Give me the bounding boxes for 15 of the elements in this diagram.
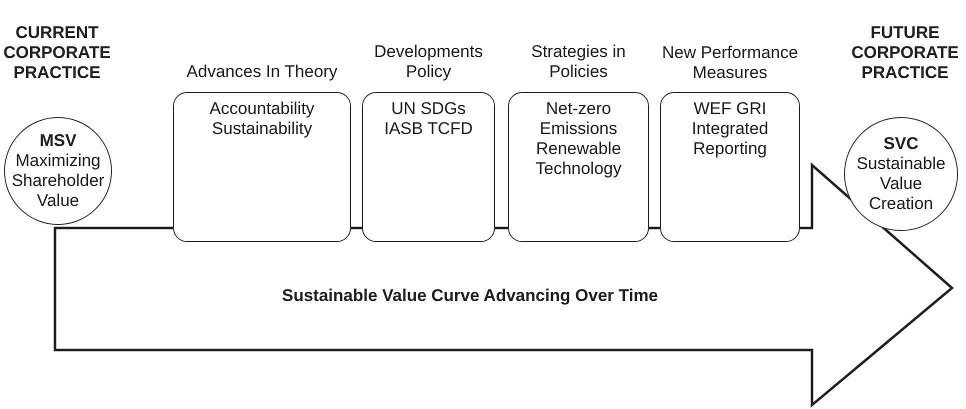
column-heading: New Performance Measures — [660, 42, 800, 83]
box-text: Accountability Sustainability — [208, 99, 316, 139]
box-text: Net-zero Emissions Renewable Technology — [534, 99, 622, 179]
circle-text: Sustainable Value Creation — [856, 154, 946, 214]
column-heading: Advances In Theory — [186, 61, 338, 82]
box-text: UN SDGs IASB TCFD — [383, 99, 474, 139]
stage-heading: FUTURE CORPORATE PRACTICE — [850, 22, 960, 83]
stage-heading: CURRENT CORPORATE PRACTICE — [2, 22, 112, 83]
abbreviation-text: MSV — [40, 131, 76, 151]
circle-text: Maximizing Shareholder Value — [10, 151, 106, 211]
column-heading: Strategies in Policies — [530, 41, 627, 82]
column-heading: Developments Policy — [373, 41, 484, 82]
abbreviation-text: SVC — [884, 134, 918, 154]
arrow-label: Sustainable Value Curve Advancing Over Time — [280, 286, 660, 306]
box-text: WEF GRI Integrated Reporting — [690, 99, 770, 159]
